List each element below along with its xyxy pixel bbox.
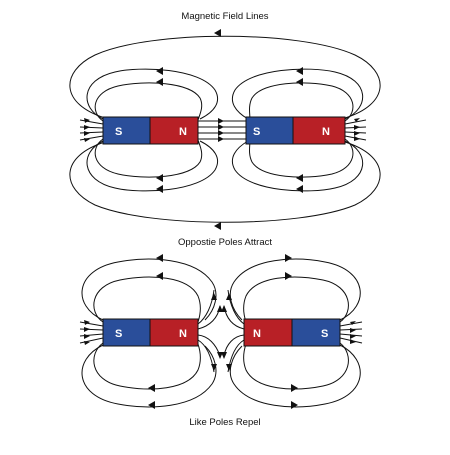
pole-label-right: N xyxy=(179,126,187,138)
attract-caption: Oppostie Poles Attract xyxy=(178,237,272,248)
repel-magnet-2: N S xyxy=(243,318,341,347)
pole-label-left: S xyxy=(115,328,122,340)
field-line-right-bottom-2 xyxy=(249,138,354,178)
attract-arrows xyxy=(84,29,360,230)
field-line-right-top-2 xyxy=(249,82,354,122)
field-line-right-top-1 xyxy=(231,68,363,120)
pole-label-right: N xyxy=(179,328,187,340)
south-pole xyxy=(291,318,341,347)
pole-label-right: S xyxy=(321,328,328,340)
south-pole xyxy=(245,116,294,145)
field-line-left-bottom-outer xyxy=(81,344,217,408)
pole-label-right: N xyxy=(322,126,330,138)
attract-magnet-2: S N xyxy=(245,116,346,145)
repel-arrows xyxy=(84,254,356,409)
field-line-outer-bottom xyxy=(69,141,381,223)
attract-magnet-1: S N xyxy=(102,116,199,145)
field-line-outer-top xyxy=(69,35,381,119)
south-pole xyxy=(102,116,151,145)
field-line-left-top-inner xyxy=(93,276,201,323)
field-line-right-top-inner xyxy=(243,276,349,323)
south-pole xyxy=(102,318,151,347)
field-line-left-bottom-inner xyxy=(93,342,201,390)
pole-label-left: N xyxy=(253,328,261,340)
repel-caption: Like Poles Repel xyxy=(189,417,261,428)
north-pole xyxy=(243,318,293,347)
pole-label-left: S xyxy=(253,126,260,138)
north-pole xyxy=(292,116,346,145)
field-line-left-top-outer xyxy=(81,258,217,321)
field-line-left-bottom-1 xyxy=(86,140,219,192)
field-line-right-bottom-inner xyxy=(243,342,349,390)
repel-magnet-1: S N xyxy=(102,318,199,347)
diagram-title: Magnetic Field Lines xyxy=(181,11,269,22)
north-pole xyxy=(149,116,199,145)
field-line-right-top-outer xyxy=(229,258,361,321)
pole-label-left: S xyxy=(115,126,122,138)
field-line-left-top-2 xyxy=(94,82,203,122)
north-pole xyxy=(149,318,199,347)
field-line-left-bottom-2 xyxy=(94,138,203,178)
field-line-left-top-1 xyxy=(86,68,219,120)
field-line-right-bottom-outer xyxy=(229,344,361,408)
field-line-right-bottom-1 xyxy=(231,140,363,192)
